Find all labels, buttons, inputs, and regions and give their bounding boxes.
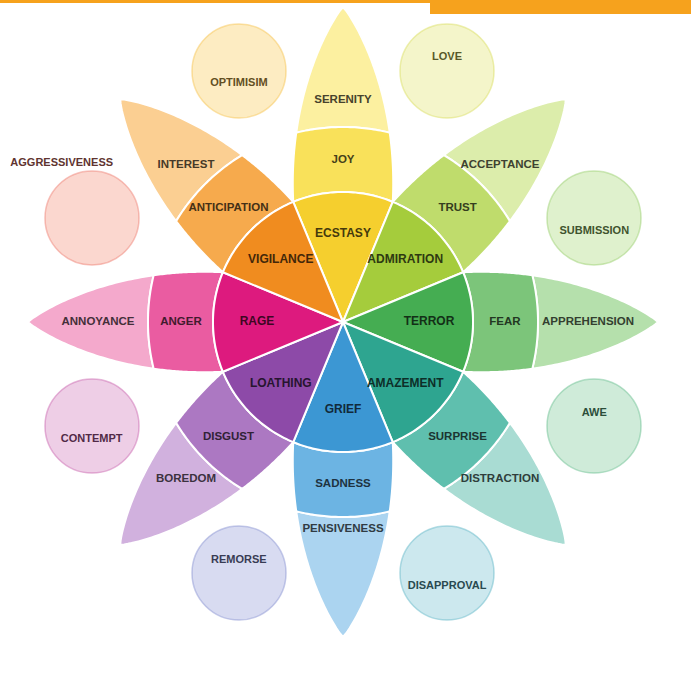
emotion-label: DISGUST — [203, 430, 254, 443]
header-block — [430, 0, 691, 14]
circle-shape — [44, 378, 140, 474]
segment-fill — [293, 442, 393, 517]
dyad-disc — [547, 171, 641, 265]
dyad-circle: CONTEMPT — [44, 378, 140, 474]
circle-shape — [399, 525, 495, 621]
emotion-label: PENSIVENESS — [302, 522, 383, 535]
emotion-segment: PENSIVENESS — [296, 511, 390, 637]
emotion-label: SADNESS — [315, 477, 371, 490]
emotion-label: AWE — [582, 406, 607, 419]
header-line — [0, 0, 430, 3]
emotion-label: BOREDOM — [156, 472, 216, 485]
emotion-label: VIGILANCE — [248, 253, 313, 267]
emotion-label: GRIEF — [325, 403, 362, 417]
emotion-segment: ANNOYANCE — [28, 275, 154, 369]
emotion-label: SURPRISE — [428, 430, 487, 443]
emotion-segment: ANGER — [148, 271, 223, 373]
emotion-segment: SADNESS — [292, 442, 394, 517]
dyad-disc — [45, 171, 139, 265]
segment-fill — [296, 511, 389, 637]
emotion-label: ANTICIPATION — [188, 201, 268, 214]
circle-shape — [546, 378, 642, 474]
dyad-circle: OPTIMISIM — [191, 23, 287, 119]
circle-shape — [191, 525, 287, 621]
emotion-label: REMORSE — [211, 553, 267, 566]
dyad-disc — [192, 526, 286, 620]
dyad-circle: SUBMISSION — [546, 170, 642, 266]
dyad-circle: AWE — [546, 378, 642, 474]
segment-fill — [532, 275, 658, 368]
emotion-segment: JOY — [292, 127, 394, 202]
circle-shape — [44, 170, 140, 266]
segment-fill — [296, 7, 389, 133]
emotion-label: SERENITY — [314, 93, 372, 106]
dyad-circle: LOVE — [399, 23, 495, 119]
emotion-segment: APPREHENSION — [532, 275, 658, 369]
emotion-label: CONTEMPT — [61, 432, 123, 445]
emotion-label: ADMIRATION — [367, 253, 443, 267]
dyad-disc — [192, 24, 286, 118]
emotion-label: LOVE — [432, 50, 462, 63]
dyad-circle: DISAPPROVAL — [399, 525, 495, 621]
emotion-label: TRUST — [438, 201, 476, 214]
emotion-label: JOY — [331, 153, 354, 166]
dyad-disc — [400, 526, 494, 620]
emotion-segment: FEAR — [463, 271, 538, 373]
emotion-segment: VIGILANCE — [222, 201, 343, 322]
emotion-label: ACCEPTANCE — [460, 158, 539, 171]
dyad-circle: AGGRESSIVENESS — [44, 170, 140, 266]
dyad-disc — [45, 379, 139, 473]
emotion-label: RAGE — [240, 315, 275, 329]
emotion-segment: SERENITY — [296, 7, 390, 133]
dyad-disc — [547, 379, 641, 473]
segment-fill — [293, 127, 393, 202]
emotion-label: INTEREST — [158, 158, 215, 171]
segment-shape — [296, 7, 390, 133]
segment-fill — [148, 272, 223, 372]
emotion-label: LOATHING — [250, 377, 312, 391]
segment-fill — [28, 275, 154, 368]
emotion-label: OPTIMISIM — [210, 76, 267, 89]
emotion-label: AMAZEMENT — [367, 377, 444, 391]
circle-shape — [546, 170, 642, 266]
segment-fill — [463, 272, 538, 372]
emotion-label: DISAPPROVAL — [408, 579, 487, 592]
emotion-label: TERROR — [404, 315, 455, 329]
segment-fill — [223, 202, 343, 322]
emotion-label: AGGRESSIVENESS — [10, 156, 113, 169]
dyad-disc — [400, 24, 494, 118]
emotion-label: SUBMISSION — [559, 224, 629, 237]
emotion-label: ECSTASY — [315, 227, 371, 241]
emotion-label: ANGER — [160, 315, 202, 328]
circle-shape — [191, 23, 287, 119]
emotion-label: FEAR — [489, 315, 520, 328]
dyad-circle: REMORSE — [191, 525, 287, 621]
emotion-label: APPREHENSION — [542, 315, 634, 328]
emotion-label: ANNOYANCE — [61, 315, 134, 328]
emotion-label: DISTRACTION — [461, 472, 540, 485]
circle-shape — [399, 23, 495, 119]
